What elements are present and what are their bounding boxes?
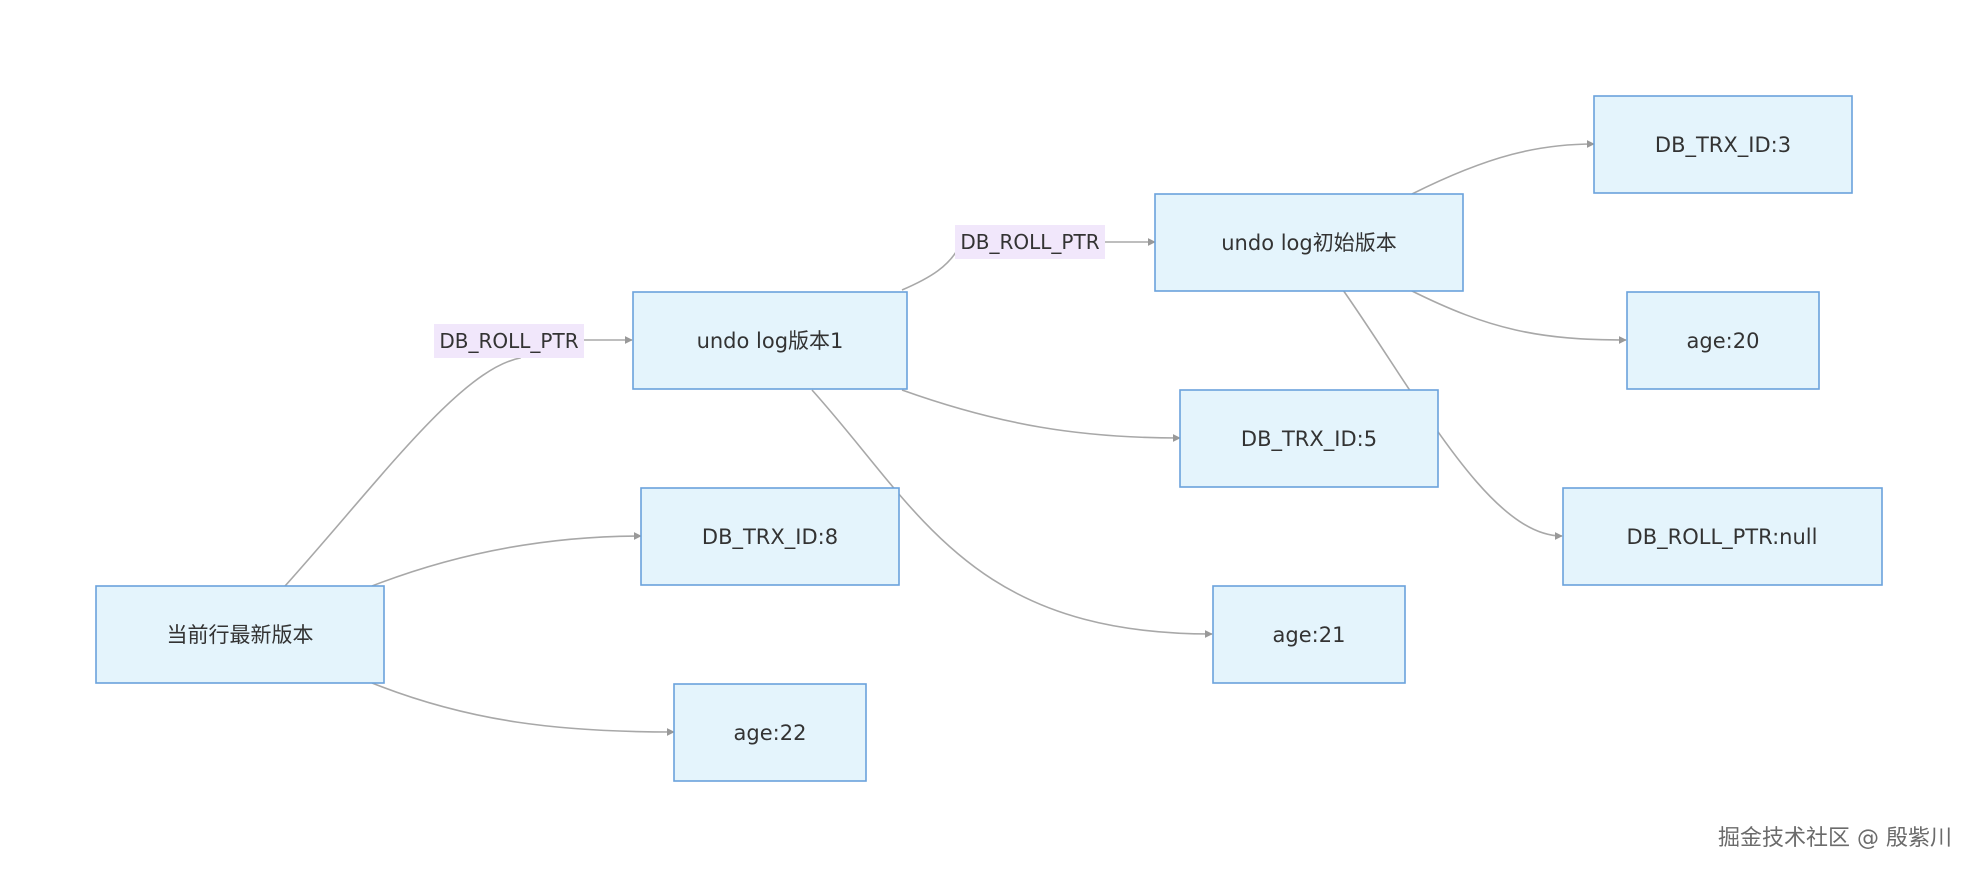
node-label: undo log版本1 bbox=[697, 329, 844, 353]
node-label: 当前行最新版本 bbox=[167, 623, 314, 647]
edges bbox=[284, 140, 1627, 736]
edge-undo-init-to-age-20 bbox=[1409, 289, 1627, 344]
edge-label-text: DB_ROLL_PTR bbox=[960, 230, 1099, 254]
edge-current-to-trx-8 bbox=[371, 532, 642, 587]
node-trx-3: DB_TRX_ID:3 bbox=[1593, 95, 1853, 194]
edge-label-v1-to-init: DB_ROLL_PTR bbox=[955, 225, 1105, 259]
node-label: DB_TRX_ID:5 bbox=[1241, 427, 1377, 452]
node-label: age:20 bbox=[1687, 329, 1760, 353]
node-label: age:22 bbox=[734, 721, 807, 745]
node-age-22: age:22 bbox=[673, 683, 867, 782]
edge-label-text: DB_ROLL_PTR bbox=[439, 329, 578, 353]
node-label: age:21 bbox=[1273, 623, 1346, 647]
edge-undo-v1-to-trx-5 bbox=[901, 389, 1181, 442]
edge-current-to-undo-v1 bbox=[284, 336, 633, 587]
node-trx-5: DB_TRX_ID:5 bbox=[1179, 389, 1439, 488]
edge-current-to-age-22 bbox=[371, 682, 675, 736]
node-current-row: 当前行最新版本 bbox=[95, 585, 385, 684]
node-age-20: age:20 bbox=[1626, 291, 1820, 390]
watermark: 掘金技术社区 @ 殷紫川 bbox=[1718, 826, 1952, 851]
node-age-21: age:21 bbox=[1212, 585, 1406, 684]
node-trx-8: DB_TRX_ID:8 bbox=[640, 487, 900, 586]
node-undo-init: undo log初始版本 bbox=[1154, 193, 1464, 292]
edge-undo-init-to-trx-3 bbox=[1411, 140, 1595, 195]
node-undo-v1: undo log版本1 bbox=[632, 291, 908, 390]
node-label: DB_TRX_ID:8 bbox=[702, 525, 838, 550]
edge-undo-v1-to-age-21 bbox=[811, 389, 1213, 638]
node-label: undo log初始版本 bbox=[1221, 231, 1397, 255]
node-label: DB_ROLL_PTR:null bbox=[1627, 525, 1818, 550]
node-roll-null: DB_ROLL_PTR:null bbox=[1562, 487, 1883, 586]
edge-label-current-to-v1: DB_ROLL_PTR bbox=[434, 324, 584, 358]
node-label: DB_TRX_ID:3 bbox=[1655, 133, 1791, 158]
edge-undo-init-to-roll-null bbox=[1342, 289, 1563, 540]
